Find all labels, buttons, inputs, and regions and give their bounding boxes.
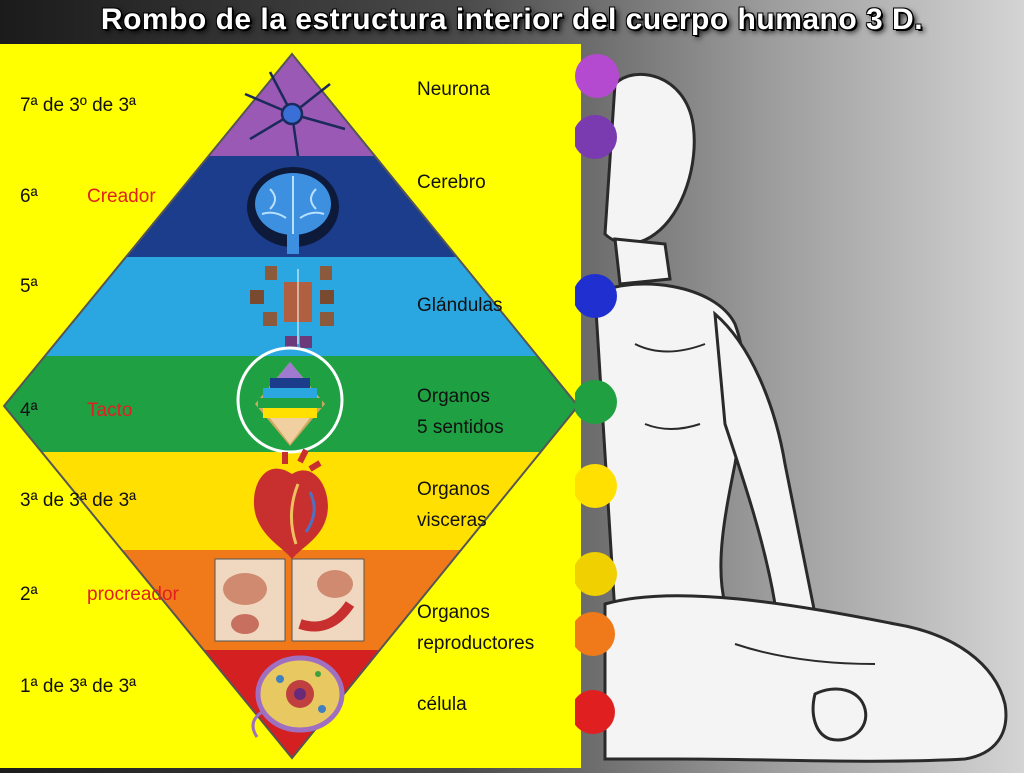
mini-rhombus-icon <box>236 346 344 454</box>
chakra-rhombus <box>2 52 580 760</box>
organos-sentidos-label-2: 5 sentidos <box>417 417 504 438</box>
level-2-label: 2ª <box>20 584 38 605</box>
root-chakra <box>571 690 615 734</box>
sacral-chakra-upper <box>573 552 617 596</box>
brain-icon <box>247 167 339 254</box>
sacral-chakra <box>571 612 615 656</box>
solar-plexus-chakra <box>573 464 617 508</box>
level-6-tag: Creador <box>87 186 156 207</box>
third-eye-chakra <box>573 115 617 159</box>
level-4-label: 4ª <box>20 400 38 421</box>
heart-icon <box>253 448 328 559</box>
level-7-label: 7ª de 3º de 3ª <box>20 95 137 116</box>
level-1-label: 1ª de 3ª de 3ª <box>20 676 137 697</box>
glands-icon <box>250 266 334 348</box>
neuron-icon <box>244 71 346 157</box>
organos-reproductores-label-2: reproductores <box>417 633 535 654</box>
yellow-panel: 7ª de 3º de 3ª 6ª Creador 5ª 4ª Tacto 3ª… <box>0 44 581 768</box>
crown-chakra <box>575 54 619 98</box>
heart-chakra <box>573 380 617 424</box>
level-6-label: 6ª <box>20 186 38 207</box>
neurona-label: Neurona <box>417 79 490 100</box>
meditating-figure <box>571 44 1024 768</box>
organos-visceras-label-2: visceras <box>417 510 487 531</box>
cell-icon <box>251 655 345 738</box>
throat-chakra <box>573 274 617 318</box>
celula-label: célula <box>417 694 467 715</box>
glandulas-label: Glándulas <box>417 295 503 316</box>
cerebro-label: Cerebro <box>417 172 486 193</box>
level-2-tag: procreador <box>87 584 179 605</box>
level-3-label: 3ª de 3ª de 3ª <box>20 490 137 511</box>
level-5-label: 5ª <box>20 276 38 297</box>
organos-visceras-label-1: Organos <box>417 479 490 500</box>
level-4-tag: Tacto <box>87 400 133 421</box>
reproductive-organs-icon <box>214 558 365 642</box>
organos-sentidos-label-1: Organos <box>417 386 490 407</box>
slide-title: Rombo de la estructura interior del cuer… <box>100 3 924 36</box>
organos-reproductores-label-1: Organos <box>417 602 490 623</box>
